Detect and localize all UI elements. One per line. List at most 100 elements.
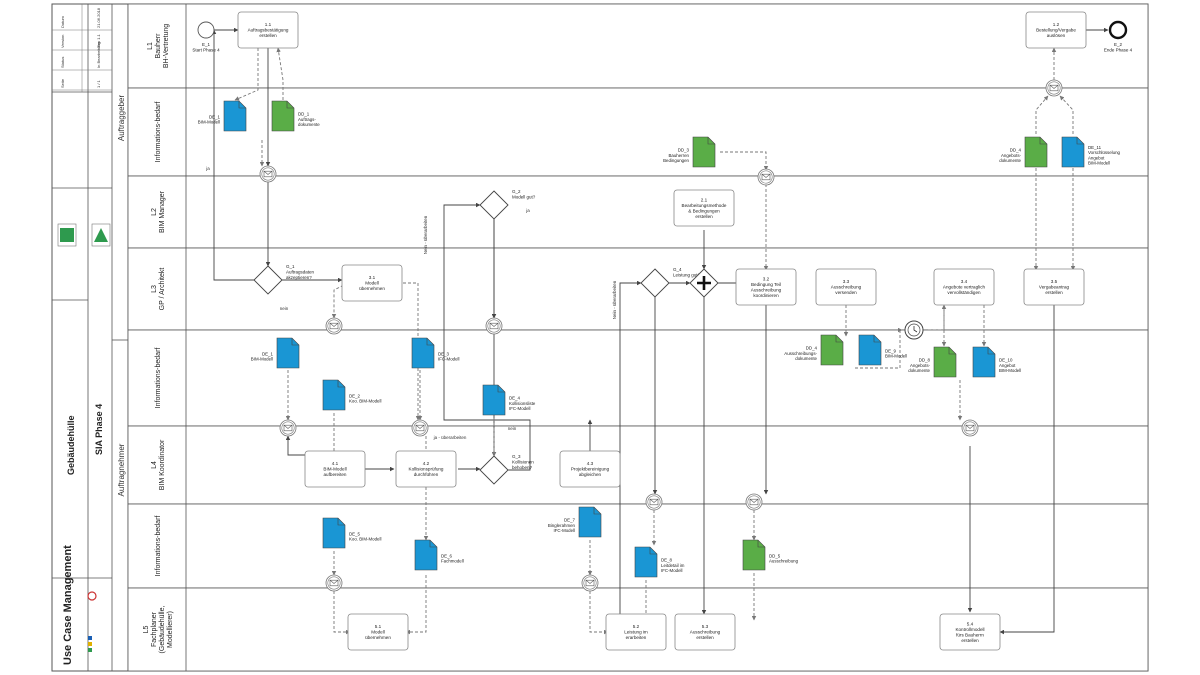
message-event[interactable] — [645, 493, 663, 511]
message-event[interactable] — [485, 317, 503, 335]
lane-label: Informations-bedarf — [155, 102, 162, 163]
header-title: Use Case Management — [62, 545, 74, 665]
lane-label: L3GP / Architekt — [151, 268, 166, 311]
lane-l3 — [127, 247, 1149, 331]
message-event[interactable] — [961, 419, 979, 437]
lane-label: Informations-bedarf — [155, 348, 162, 409]
info-label: Status — [60, 57, 65, 68]
lane-label: Informations-bedarf — [155, 516, 162, 577]
sequence-flow — [999, 305, 1055, 635]
flow-label: Nein - überarbeiten — [612, 280, 617, 319]
message-flow — [855, 327, 903, 369]
message-event[interactable] — [411, 419, 429, 437]
message-event[interactable] — [325, 574, 343, 592]
sequence-flow — [619, 280, 642, 632]
message-event[interactable] — [259, 165, 277, 183]
lane-ib1 — [127, 87, 1149, 177]
message-event[interactable] — [581, 574, 599, 592]
message-flow — [1035, 95, 1049, 134]
message-flow — [234, 48, 259, 101]
message-flow — [589, 591, 609, 635]
message-flow — [1059, 95, 1074, 134]
message-event[interactable] — [1045, 79, 1063, 97]
logo-badge-1 — [57, 223, 77, 247]
parallel-gateway[interactable] — [689, 268, 719, 298]
company-logo — [87, 591, 97, 652]
flow-label: nein — [508, 426, 517, 431]
flow-label: ja - überarbeiten — [433, 435, 467, 440]
info-label: Datum — [60, 16, 65, 28]
timer-event[interactable] — [904, 320, 924, 340]
message-event[interactable] — [279, 419, 297, 437]
message-event[interactable] — [757, 168, 775, 186]
sequence-flow — [211, 29, 254, 281]
message-event[interactable] — [745, 493, 763, 511]
header-strip: Use Case Management Gebäudehülle SIA Pha… — [52, 4, 129, 671]
message-event[interactable] — [325, 317, 343, 335]
flow-label: ja — [205, 166, 210, 171]
header-phase: SIA Phase 4 — [94, 404, 104, 455]
